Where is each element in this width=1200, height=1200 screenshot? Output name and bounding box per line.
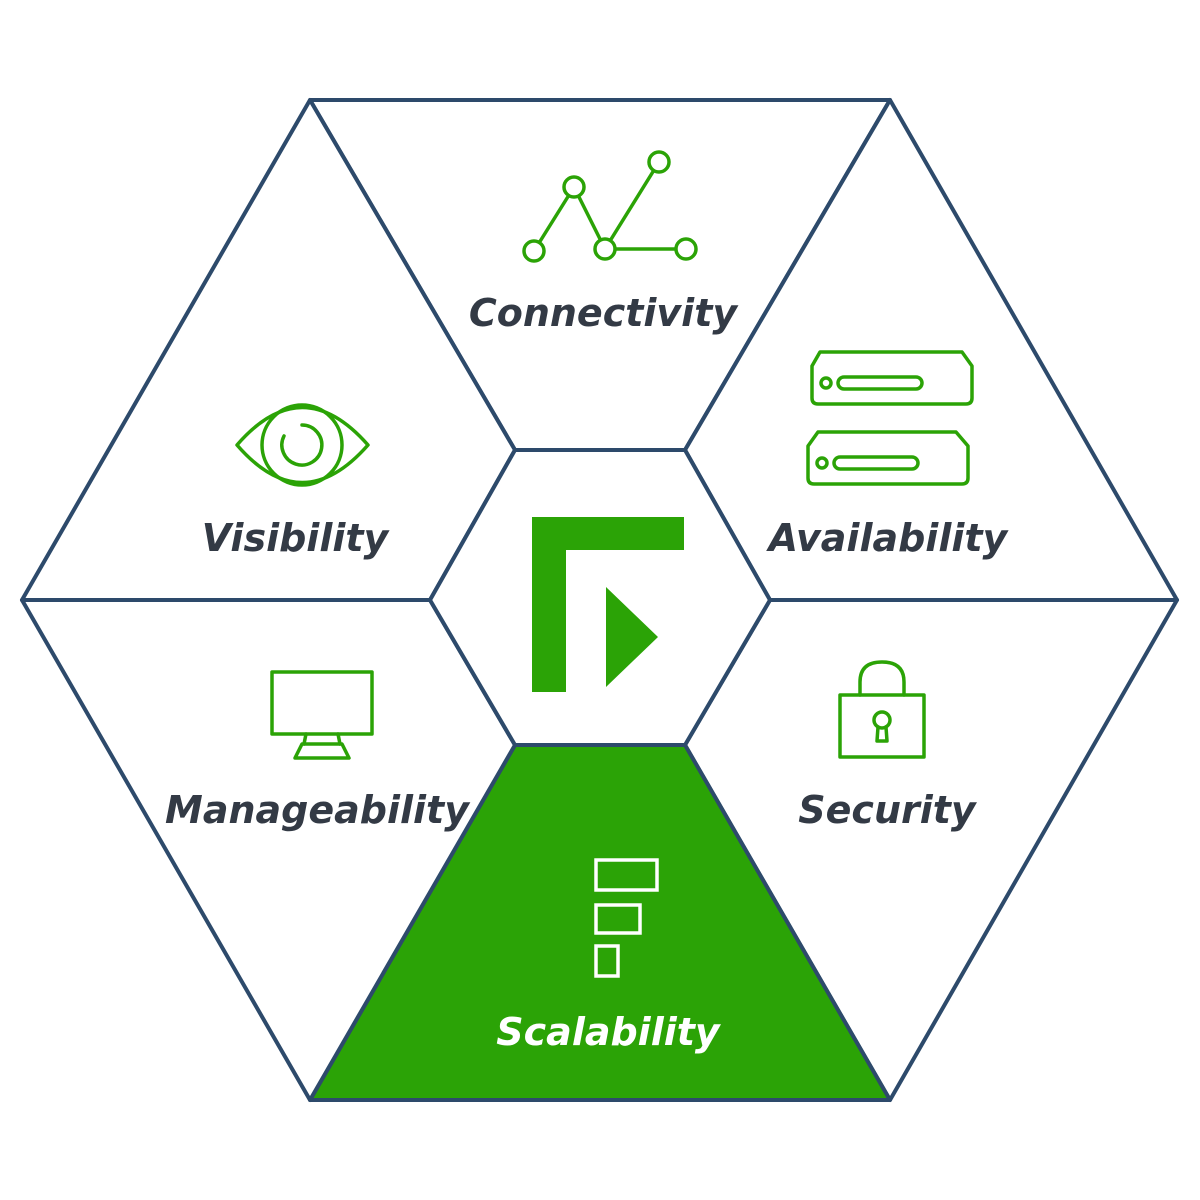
segment-label-visibility: Visibility: [202, 516, 391, 560]
stacked-boxes-icon: [594, 858, 659, 978]
segment-label-security: Security: [798, 788, 978, 832]
segment-label-scalability: Scalability: [496, 1010, 722, 1054]
segment-label-availability: Availability: [766, 516, 1010, 560]
segment-label-connectivity: Connectivity: [469, 291, 740, 335]
eye-icon: [235, 403, 370, 487]
server-stack-icon: [806, 350, 974, 486]
center-hexagon: [428, 448, 772, 747]
network-graph-icon: [522, 150, 698, 263]
segment-label-manageability: Manageability: [165, 788, 471, 832]
monitor-icon: [270, 670, 374, 760]
forescout-logo-icon: [532, 517, 684, 692]
padlock-icon: [838, 660, 926, 759]
